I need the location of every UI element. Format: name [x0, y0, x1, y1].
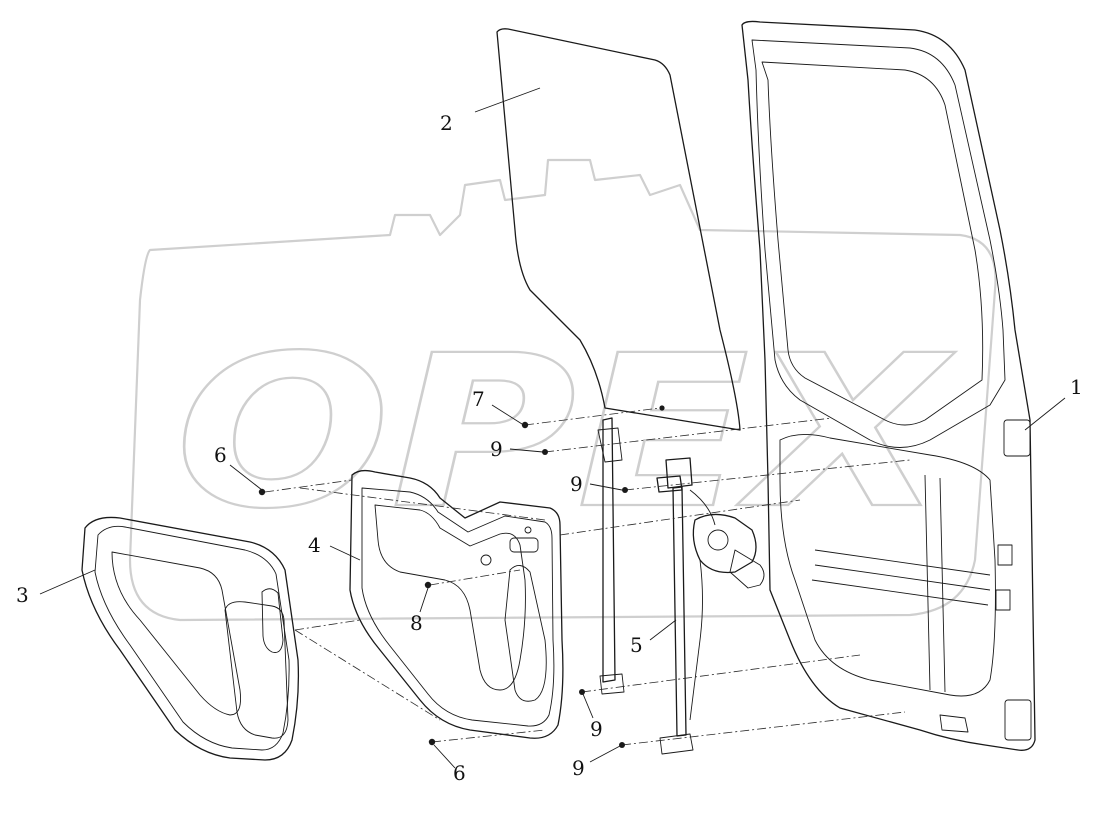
fasteners — [258, 405, 665, 748]
callouts: 1 2 3 4 5 6 6 7 8 9 9 9 9 — [16, 111, 1083, 785]
screw-9d — [619, 742, 625, 748]
callout-9-c: 9 — [590, 717, 603, 741]
screw-9a — [542, 449, 548, 455]
watermark-text: OPEX — [175, 310, 956, 555]
callout-3: 3 — [16, 583, 29, 607]
screw-9c — [579, 689, 585, 695]
callout-9-b: 9 — [570, 472, 583, 496]
screw-6-lower — [428, 738, 436, 746]
screw-6-upper — [258, 488, 266, 496]
part-4-inner-panel — [349, 469, 564, 739]
part-1-door-frame — [741, 20, 1036, 751]
callout-9-a: 9 — [490, 437, 503, 461]
callout-6-lower: 6 — [453, 761, 466, 785]
part-2-door-glass — [496, 28, 741, 431]
leader-lines — [39, 87, 1066, 769]
screw-7-clip — [659, 405, 665, 411]
callout-5: 5 — [630, 633, 643, 657]
assembly-lines — [264, 407, 911, 746]
callout-8: 8 — [410, 611, 423, 635]
part-3-trim-panel — [81, 516, 300, 761]
callout-1: 1 — [1070, 375, 1083, 399]
callout-9-d: 9 — [572, 756, 585, 780]
callout-6-upper: 6 — [214, 443, 227, 467]
screw-8 — [424, 581, 432, 589]
screw-7 — [521, 421, 529, 429]
callout-7: 7 — [472, 387, 485, 411]
screw-9b — [622, 487, 628, 493]
callout-2: 2 — [440, 111, 453, 135]
callout-4: 4 — [308, 533, 321, 557]
part-5-window-regulator — [597, 417, 765, 755]
watermark: OPEX — [128, 158, 997, 622]
